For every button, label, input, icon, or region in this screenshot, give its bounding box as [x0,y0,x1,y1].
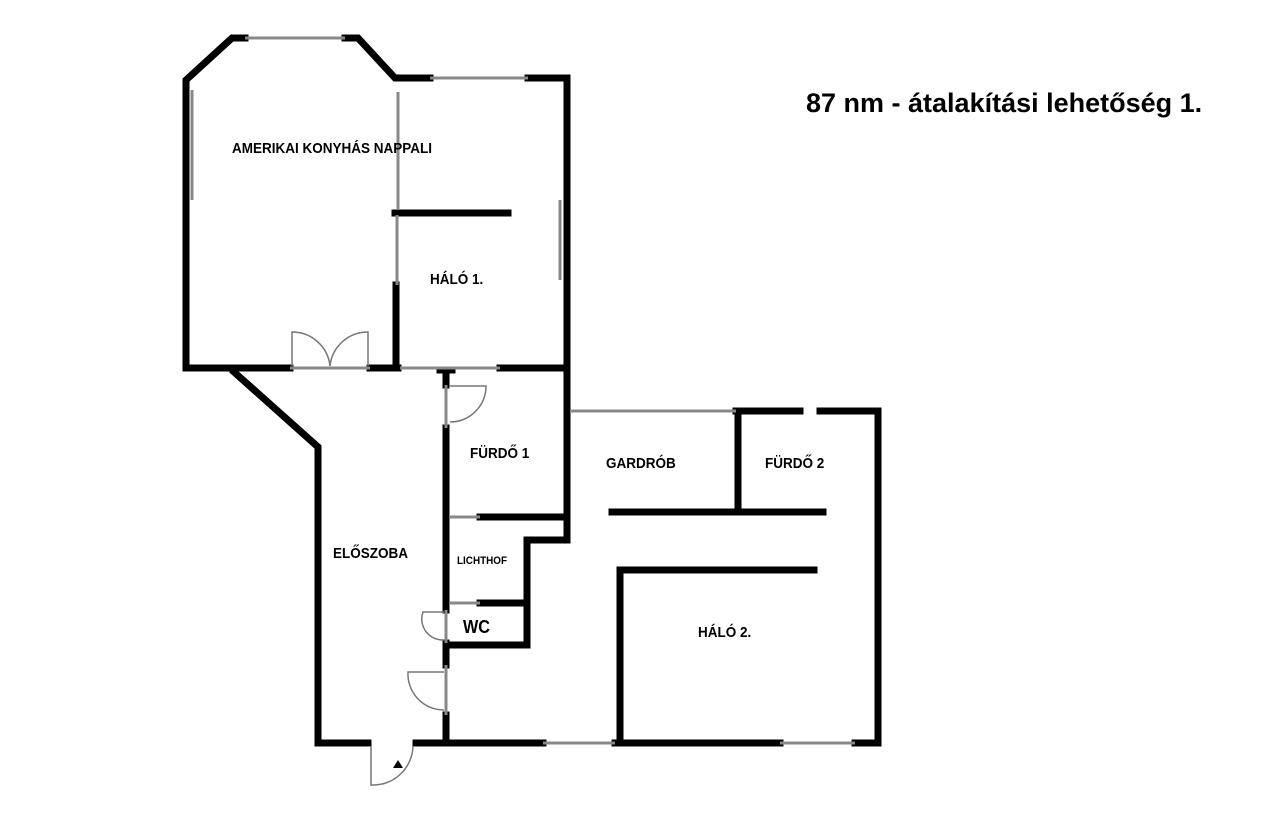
plan-title: 87 nm - átalakítási lehetőség 1. [806,88,1203,118]
room-label-lightwell: LICHTHOF [457,555,508,567]
room-label-living: AMERIKAI KONYHÁS NAPPALI [232,140,433,157]
doors [291,331,487,786]
room-label-bath2: FÜRDŐ 2 [765,455,825,472]
room-label-wardrobe: GARDRÓB [606,455,676,472]
room-label-bath1: FÜRDŐ 1 [470,445,530,462]
room-label-hall: ELŐSZOBA [333,545,409,562]
entrance-arrow-icon [393,760,403,768]
windows [190,36,855,745]
room-label-bedroom1: HÁLÓ 1. [430,271,484,288]
walls [182,34,882,747]
room-label-wc: WC [463,617,490,637]
room-label-bedroom2: HÁLÓ 2. [698,624,752,641]
